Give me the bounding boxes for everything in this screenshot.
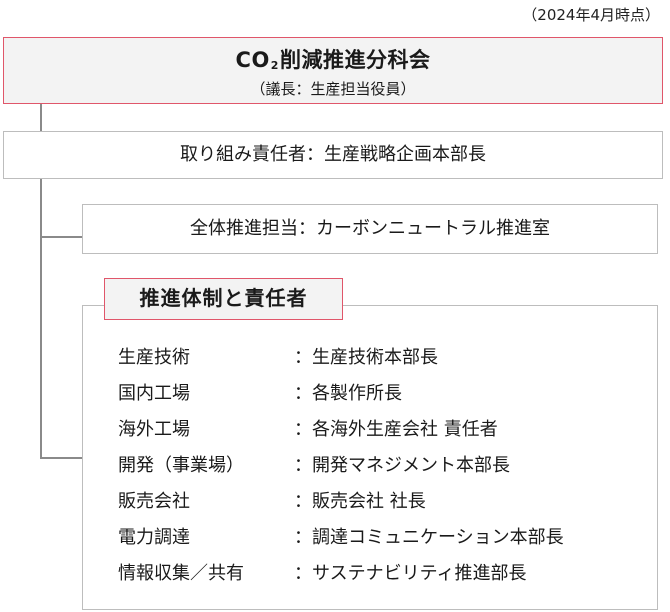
system-title: 推進体制と責任者 bbox=[104, 278, 343, 320]
system-row: 開発（事業場） ：開発マネジメント本部長 bbox=[118, 448, 648, 484]
system-row: 電力調達 ：調達コミュニケーション本部長 bbox=[118, 520, 648, 556]
subscript-2: 2 bbox=[270, 59, 279, 72]
connector-trunk bbox=[40, 179, 42, 458]
system-box bbox=[82, 305, 658, 610]
system-row: 販売会社 ：販売会社 社長 bbox=[118, 484, 648, 520]
committee-title: CO2削減推進分科会 bbox=[235, 48, 431, 72]
row-value: ：生産技術本部長 bbox=[294, 347, 438, 368]
system-row: 海外工場 ：各海外生産会社 責任者 bbox=[118, 412, 648, 448]
row-value: ：各海外生産会社 責任者 bbox=[294, 419, 498, 440]
row-value: ：サステナビリティ推進部長 bbox=[294, 563, 527, 584]
row-value: ：開発マネジメント本部長 bbox=[294, 455, 510, 476]
date-note: （2024年4月時点） bbox=[522, 6, 660, 24]
system-row: 国内工場 ：各製作所長 bbox=[118, 376, 648, 412]
system-row: 情報収集／共有 ：サステナビリティ推進部長 bbox=[118, 556, 648, 592]
committee-box: CO2削減推進分科会 （議長：生産担当役員） bbox=[3, 37, 663, 104]
committee-chair: （議長：生産担当役員） bbox=[250, 80, 416, 98]
row-key: 開発（事業場） bbox=[118, 455, 244, 476]
system-row: 生産技術 ：生産技術本部長 bbox=[118, 340, 648, 376]
connector-top bbox=[40, 104, 42, 131]
row-key: 生産技術 bbox=[118, 347, 190, 368]
row-value: ：調達コミュニケーション本部長 bbox=[294, 527, 564, 548]
row-key: 情報収集／共有 bbox=[118, 563, 244, 584]
system-rows: 生産技術 ：生産技術本部長 国内工場 ：各製作所長 海外工場 ：各海外生産会社 責任者… bbox=[118, 340, 648, 592]
connector-branch-system bbox=[40, 457, 82, 459]
promotion-box: 全体推進担当：カーボンニュートラル推進室 bbox=[82, 204, 658, 254]
connector-branch-promotion bbox=[40, 236, 82, 238]
row-key: 国内工場 bbox=[118, 383, 190, 404]
row-value: ：各製作所長 bbox=[294, 383, 402, 404]
row-key: 販売会社 bbox=[118, 491, 190, 512]
row-key: 海外工場 bbox=[118, 419, 190, 440]
responsible-box: 取り組み責任者：生産戦略企画本部長 bbox=[3, 131, 663, 179]
row-key: 電力調達 bbox=[118, 527, 190, 548]
row-value: ：販売会社 社長 bbox=[294, 491, 426, 512]
